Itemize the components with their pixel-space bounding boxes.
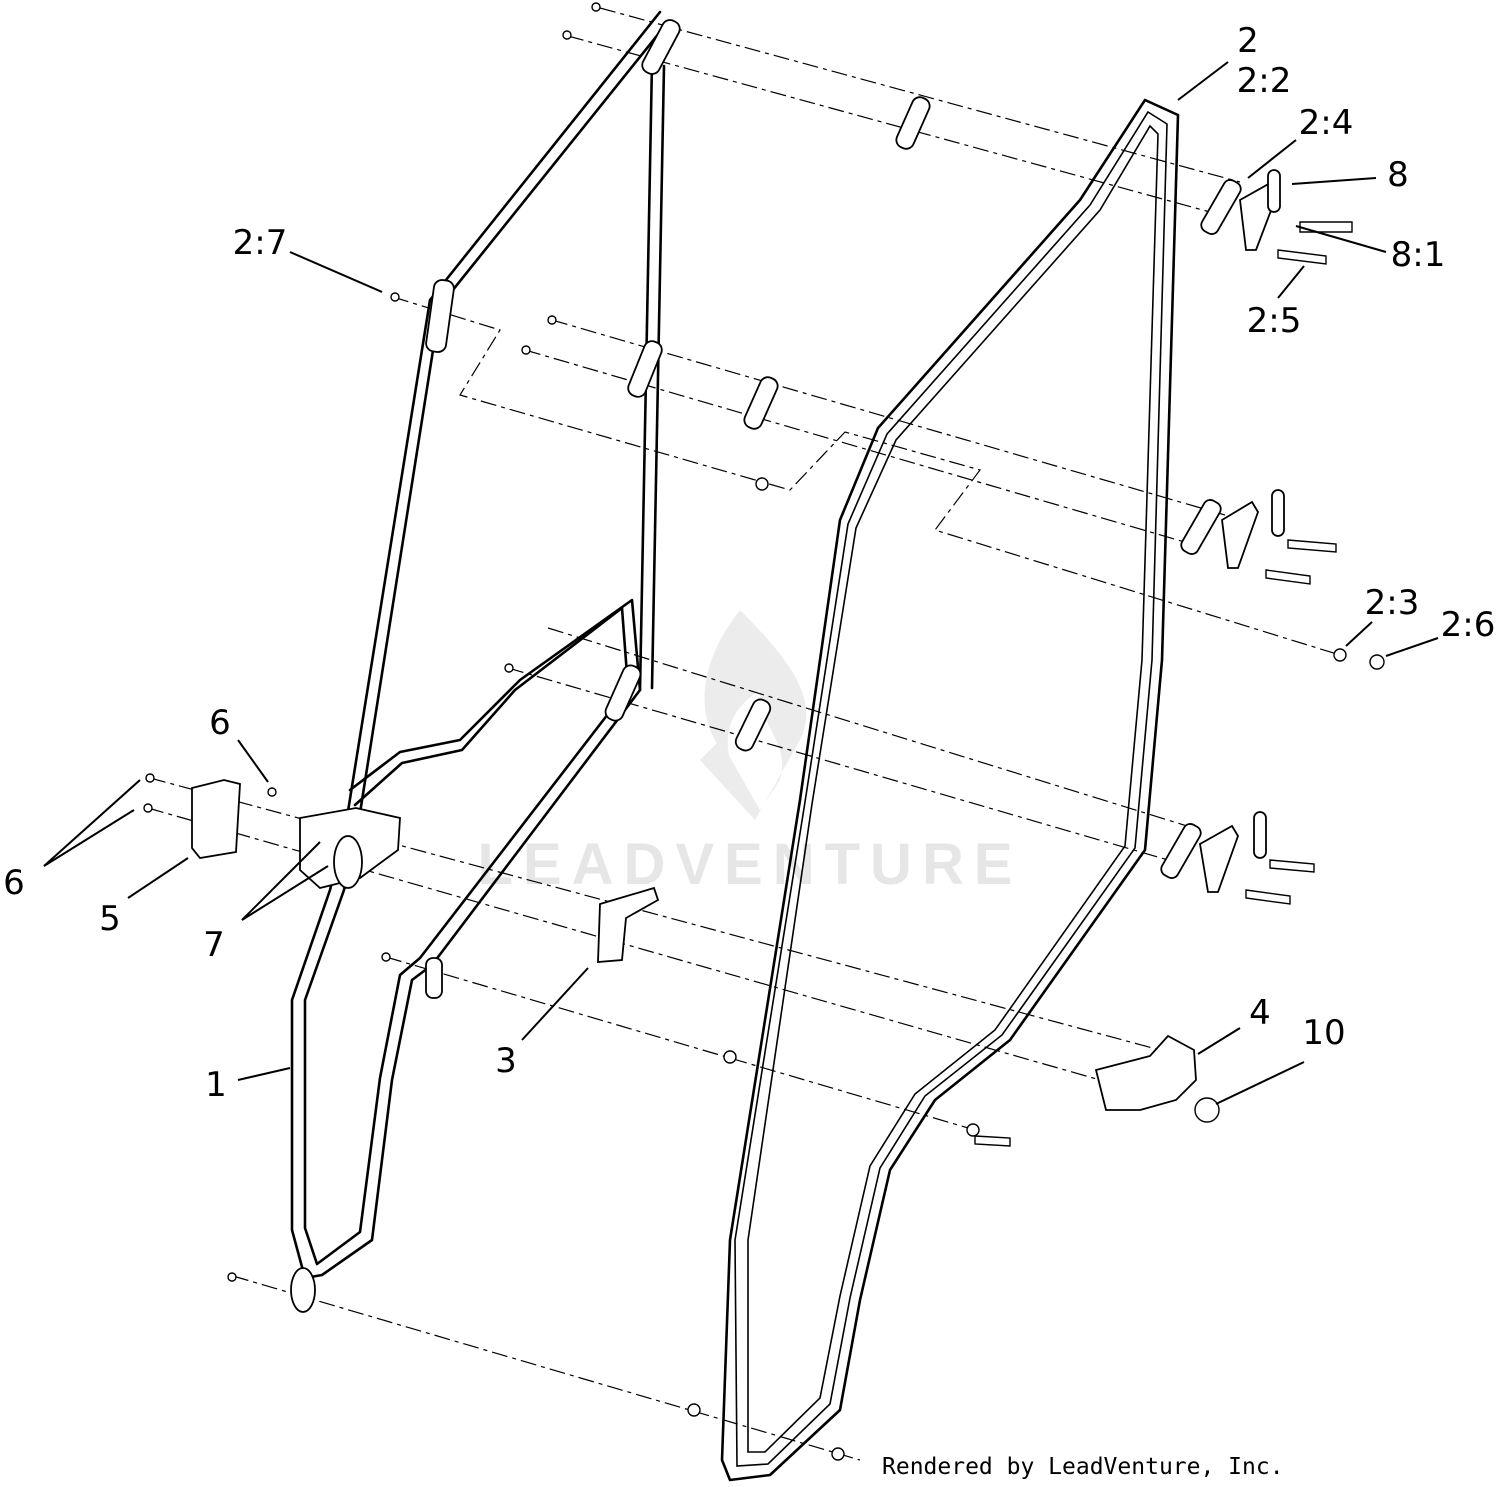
rendered-by-credit: Rendered by LeadVenture, Inc. [882,1454,1284,1480]
watermark-text: LEADVENTURE [477,832,1022,897]
hardware-fasteners [143,2,1385,1461]
callout-2-5: 2:5 [1247,301,1302,341]
callout-6-lower: 6 [3,863,25,903]
callout-2-3: 2:3 [1365,583,1420,623]
callout-8-1: 8:1 [1391,235,1446,275]
callout-10: 10 [1302,1013,1345,1053]
callout-7: 7 [203,925,225,965]
hinge-plates [290,19,931,1313]
callout-6-upper: 6 [209,703,231,743]
leader-lines [43,61,1439,1105]
watermark-logo [700,610,807,820]
callout-2: 2 [1237,21,1259,61]
callout-1: 1 [205,1065,227,1105]
callout-2-6: 2:6 [1441,605,1496,645]
hinge-assemblies [1160,169,1285,893]
callout-2-4: 2:4 [1299,103,1354,143]
rear-frame-tube [720,98,1180,1482]
front-frame-tube [290,10,670,1280]
callout-3: 3 [495,1041,517,1081]
callout-4: 4 [1249,993,1271,1033]
callout-5: 5 [99,899,121,939]
callout-2-2: 2:2 [1237,61,1292,101]
latch-parts [191,779,1197,1111]
callout-2-7: 2:7 [233,223,288,263]
callout-8: 8 [1387,155,1409,195]
